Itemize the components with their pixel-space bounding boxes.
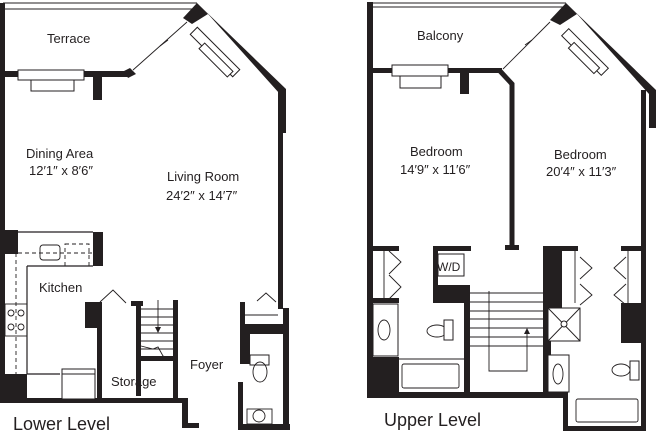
level-title-lower: Lower Level: [13, 414, 110, 434]
room-dims-living-room: 24′2″ x 14′7″: [166, 188, 238, 203]
room-label-storage: Storage: [111, 374, 157, 389]
room-dims-bedroom-1: 14′9″ x 11′6″: [400, 162, 471, 177]
washer-dryer-label: W/D: [437, 260, 461, 274]
room-label-terrace: Terrace: [47, 31, 90, 46]
room-label-bedroom-1: Bedroom: [410, 144, 463, 159]
room-label-kitchen: Kitchen: [39, 280, 82, 295]
lower-level-plan: [0, 2, 290, 430]
room-label-foyer: Foyer: [190, 357, 224, 372]
upper-level-plan: [367, 2, 656, 431]
room-label-dining-area: Dining Area: [26, 146, 94, 161]
room-label-bedroom-2: Bedroom: [554, 147, 607, 162]
room-dims-bedroom-2: 20′4″ x 11′3″: [546, 164, 617, 179]
level-title-upper: Upper Level: [384, 410, 481, 430]
room-dims-dining-area: 12′1″ x 8′6″: [29, 163, 93, 178]
room-label-balcony: Balcony: [417, 28, 464, 43]
room-label-living-room: Living Room: [167, 169, 239, 184]
